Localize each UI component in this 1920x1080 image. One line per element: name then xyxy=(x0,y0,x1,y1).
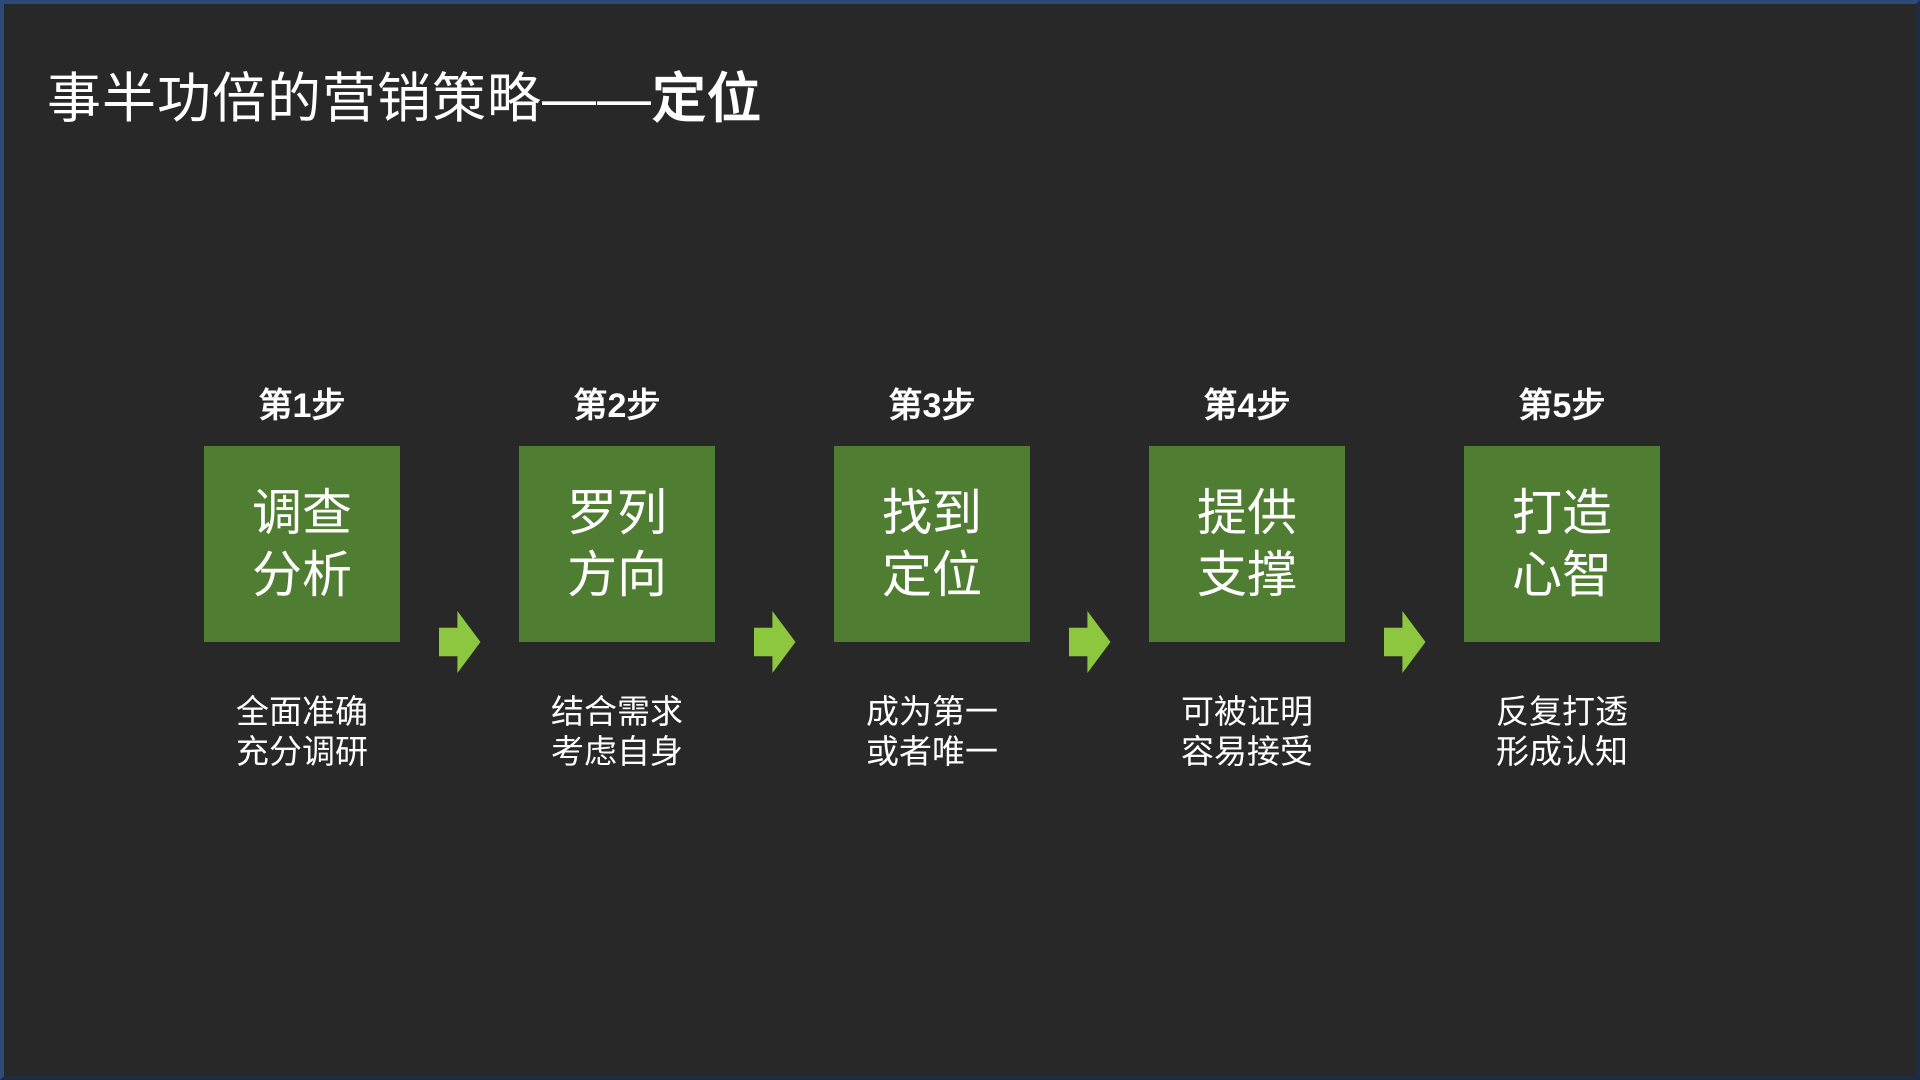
step-caption: 可被证明 容易接受 xyxy=(1181,692,1313,772)
step-box-line2: 心智 xyxy=(1512,547,1612,603)
step-caption-line2: 充分调研 xyxy=(236,733,368,770)
step-caption: 成为第一 或者唯一 xyxy=(866,692,998,772)
arrow-right-icon xyxy=(438,611,481,673)
step-caption-line2: 容易接受 xyxy=(1181,733,1313,770)
step-caption: 反复打透 形成认知 xyxy=(1496,692,1628,772)
step-box-line1: 调查 xyxy=(252,485,352,541)
step-box-line2: 定位 xyxy=(882,547,982,603)
step-box: 打造 心智 xyxy=(1464,446,1660,642)
step-label: 第1步 xyxy=(258,387,346,425)
step-column-4: 第4步 提供 支撑 可被证明 容易接受 xyxy=(1149,384,1345,772)
process-flow: 第1步 调查 分析 全面准确 充分调研 第2步 罗列 方向 结合需求 考虑自身 xyxy=(204,384,1660,772)
step-box: 提供 支撑 xyxy=(1149,446,1345,642)
step-column-3: 第3步 找到 定位 成为第一 或者唯一 xyxy=(834,384,1030,772)
arrow-right-icon xyxy=(1383,611,1426,673)
step-caption-line2: 或者唯一 xyxy=(866,733,998,770)
step-label: 第2步 xyxy=(573,387,661,425)
step-caption-line1: 结合需求 xyxy=(551,693,683,730)
step-box-line2: 方向 xyxy=(567,547,667,603)
step-column-2: 第2步 罗列 方向 结合需求 考虑自身 xyxy=(519,384,715,772)
step-caption-line2: 形成认知 xyxy=(1496,733,1628,770)
title-highlight: 定位 xyxy=(652,69,762,129)
step-box-line1: 打造 xyxy=(1512,485,1612,541)
step-caption-line1: 反复打透 xyxy=(1496,693,1628,730)
step-box-line1: 罗列 xyxy=(567,485,667,541)
arrow-right-icon xyxy=(753,611,796,673)
slide-title: 事半功倍的营销策略——定位 xyxy=(47,62,762,136)
step-box: 罗列 方向 xyxy=(519,446,715,642)
arrow-right-icon xyxy=(1068,611,1111,673)
step-label: 第4步 xyxy=(1203,387,1291,425)
step-label: 第3步 xyxy=(888,387,976,425)
step-caption-line1: 全面准确 xyxy=(236,693,368,730)
step-caption: 全面准确 充分调研 xyxy=(236,692,368,772)
step-caption-line1: 可被证明 xyxy=(1181,693,1313,730)
step-label: 第5步 xyxy=(1518,387,1606,425)
step-caption-line2: 考虑自身 xyxy=(551,733,683,770)
step-caption-line1: 成为第一 xyxy=(866,693,998,730)
step-box-line2: 支撑 xyxy=(1197,547,1297,603)
title-prefix: 事半功倍的营销策略—— xyxy=(47,69,652,129)
step-box: 找到 定位 xyxy=(834,446,1030,642)
step-box-line1: 找到 xyxy=(882,485,982,541)
step-column-5: 第5步 打造 心智 反复打透 形成认知 xyxy=(1464,384,1660,772)
step-box-line1: 提供 xyxy=(1197,485,1297,541)
step-box-line2: 分析 xyxy=(252,547,352,603)
step-box: 调查 分析 xyxy=(204,446,400,642)
step-caption: 结合需求 考虑自身 xyxy=(551,692,683,772)
step-column-1: 第1步 调查 分析 全面准确 充分调研 xyxy=(204,384,400,772)
